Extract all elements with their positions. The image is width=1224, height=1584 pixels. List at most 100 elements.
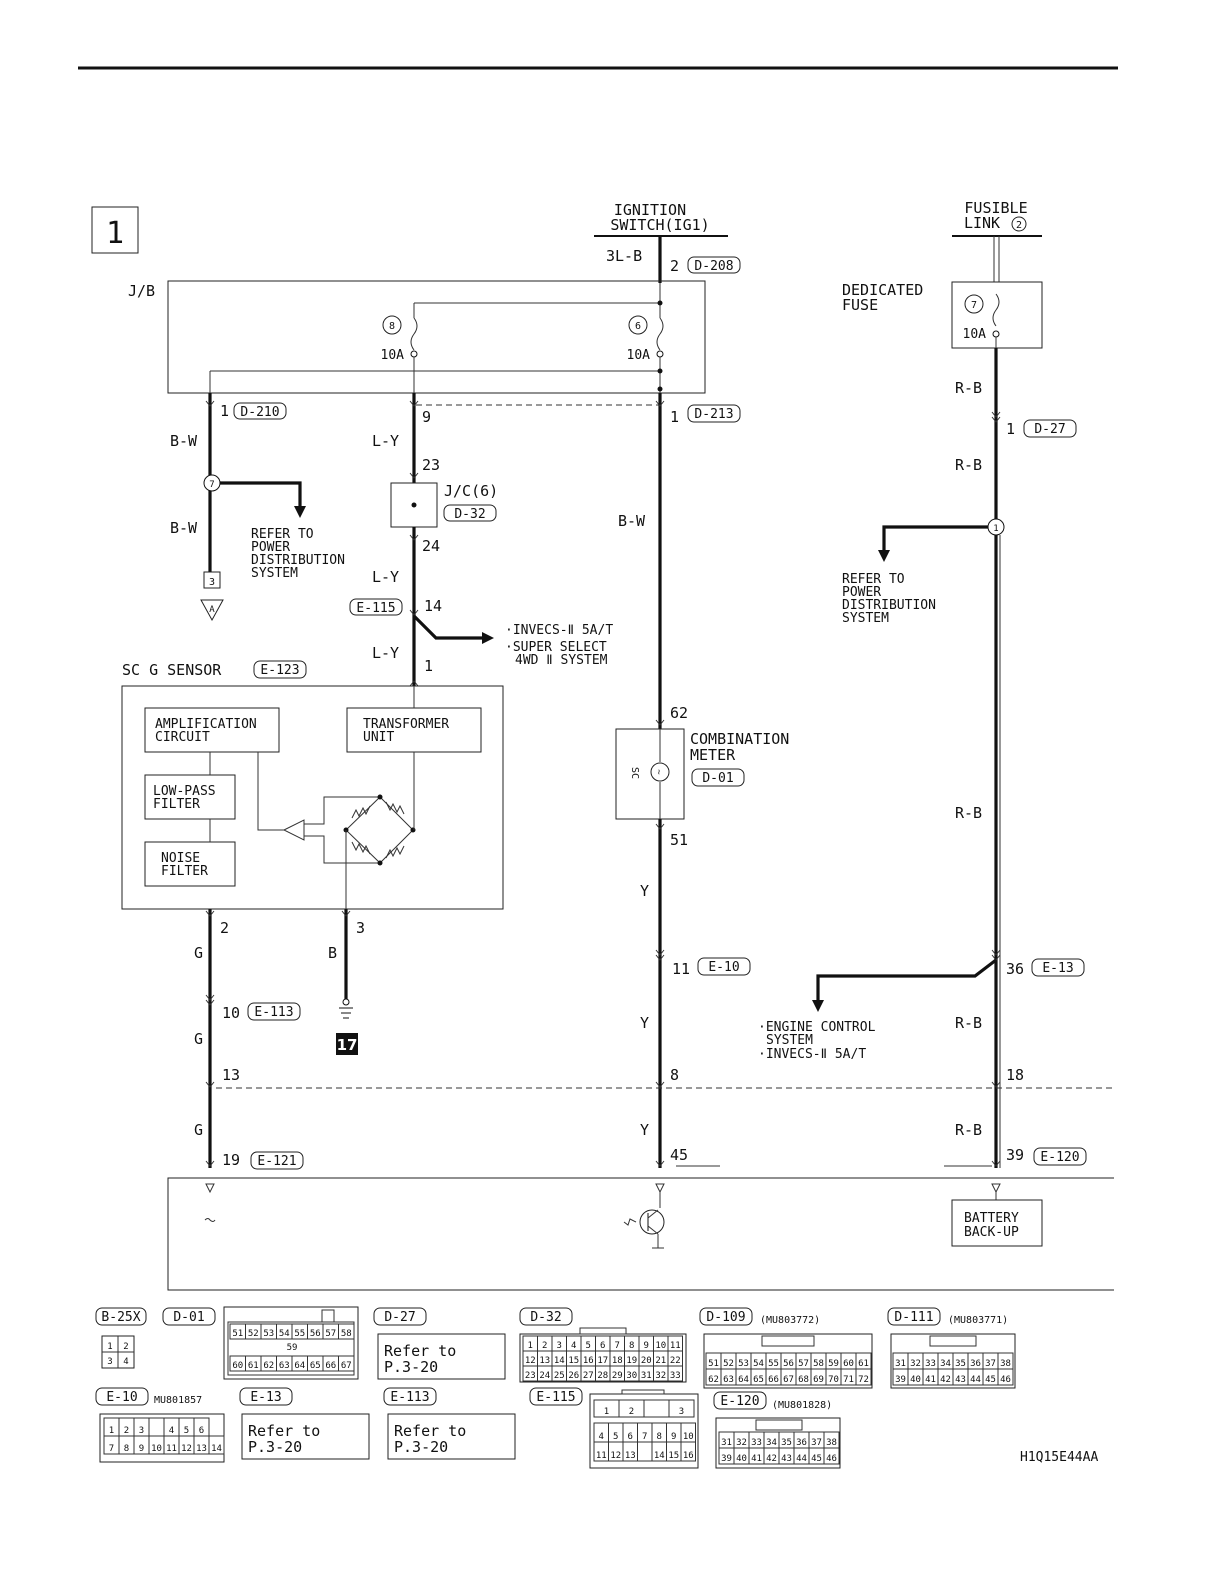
- d32-pin: 4: [571, 1341, 576, 1351]
- e10-pin: 11: [166, 1444, 177, 1454]
- e115-cell: [643, 1399, 670, 1418]
- e115-pin: 1: [604, 1407, 609, 1417]
- d32-pin: 14: [554, 1356, 565, 1366]
- d111-pin: 33: [925, 1359, 936, 1369]
- col3-pin8: 8: [670, 1066, 679, 1084]
- legend-e113-refer: Refer to: [394, 1422, 466, 1440]
- battery-label-1: BATTERY: [964, 1211, 1019, 1226]
- col4-refer2-3: ·INVECS-Ⅱ 5A/T: [758, 1047, 866, 1062]
- d109-pin: 62: [708, 1375, 719, 1385]
- d109-pin: 55: [768, 1359, 779, 1369]
- col4-wire-5: R-B: [955, 1121, 982, 1139]
- dedicated-label-1: DEDICATED: [842, 281, 923, 299]
- d01-pin: 67: [341, 1361, 352, 1371]
- col3-pin62: 62: [670, 704, 688, 722]
- d109-pin: 63: [723, 1375, 734, 1385]
- col2-wire-2: L-Y: [372, 568, 399, 586]
- jb-fuse-b-rating: 10A: [627, 348, 651, 363]
- d01-pin: 63: [279, 1361, 290, 1371]
- conn-e121: E-121: [257, 1154, 296, 1169]
- d32-pin: 19: [626, 1356, 637, 1366]
- e120-pin: 35: [781, 1438, 792, 1448]
- d109-cell: [855, 1368, 872, 1386]
- fusible-label-1: FUSIBLE: [964, 199, 1027, 217]
- col1-refer-3: DISTRIBUTION: [251, 553, 345, 568]
- col4-wire-2: R-B: [955, 456, 982, 474]
- page-number: 1: [106, 216, 124, 251]
- col4-refer-3: DISTRIBUTION: [842, 598, 936, 613]
- dedicated-label-2: FUSE: [842, 296, 878, 314]
- battery-label-2: BACK-UP: [964, 1225, 1019, 1240]
- e10-pin: 12: [181, 1444, 192, 1454]
- e10-pin: 2: [124, 1426, 129, 1436]
- e115-pin: 5: [613, 1432, 618, 1442]
- e10-pin: 8: [124, 1444, 129, 1454]
- jb-fuse-b-no: 6: [635, 321, 641, 332]
- d109-pin: 60: [843, 1359, 854, 1369]
- d111-pin: 42: [940, 1375, 951, 1385]
- junction-block: J/B 8 10A 6 10A: [128, 280, 706, 394]
- colg-pin10: 10: [222, 1004, 240, 1022]
- dedicated-fuse-no: 7: [971, 300, 977, 311]
- e10-pin: 7: [109, 1444, 114, 1454]
- col2-refer-2: ·SUPER SELECT: [505, 640, 607, 655]
- d32-pin: 26: [568, 1371, 579, 1381]
- e115-pin: 3: [679, 1407, 684, 1417]
- column-rb: DEDICATED FUSE 7 10A R-B 1 D-27 R-B 1 RE…: [758, 281, 1087, 1168]
- meter-label-1: COMBINATION: [690, 730, 789, 748]
- d109-pin: 72: [858, 1375, 869, 1385]
- d32-pin: 20: [641, 1356, 652, 1366]
- d01-pin: 54: [279, 1329, 290, 1339]
- d01-pin: 56: [310, 1329, 321, 1339]
- conn-d208-badge: [687, 256, 741, 274]
- e10-pin: 5: [184, 1426, 189, 1436]
- d32-pin: 31: [641, 1371, 652, 1381]
- d109-pin: 68: [798, 1375, 809, 1385]
- col4-wire-3: R-B: [955, 804, 982, 822]
- d109-pin: 54: [753, 1359, 764, 1369]
- sensor-noise-1: NOISE: [161, 851, 200, 866]
- col2-pin14: 14: [424, 597, 442, 615]
- colg-wire-1: G: [194, 944, 203, 962]
- e120-pin: 33: [751, 1438, 762, 1448]
- legend-d27-page: P.3-20: [384, 1358, 438, 1376]
- col1-ground-letter: A: [209, 605, 215, 615]
- colg-pin13: 13: [222, 1066, 240, 1084]
- d01-pin: 55: [294, 1329, 305, 1339]
- col2-pin1: 1: [424, 657, 433, 675]
- d111-pin: 35: [955, 1359, 966, 1369]
- col4-pin1: 1: [1006, 420, 1015, 438]
- d109-pin: 67: [783, 1375, 794, 1385]
- d32-pin: 13: [539, 1356, 550, 1366]
- col1-wire-2: B-W: [170, 519, 198, 537]
- ignition-pin: 2: [670, 257, 679, 275]
- d01-pin: 65: [310, 1361, 321, 1371]
- legend-d27: D-27: [384, 1310, 415, 1325]
- e10-pin: 1: [109, 1426, 114, 1436]
- jb-fuse-a-no: 8: [389, 321, 395, 332]
- column-g: 2 G 10 E-113 G 13 G 19 E-121: [194, 909, 304, 1170]
- e115-pin: 6: [628, 1432, 633, 1442]
- conn-d208: D-208: [694, 259, 733, 274]
- ignition-wire-color: 3L-B: [606, 247, 642, 265]
- jb-label: J/B: [128, 282, 155, 300]
- e120-pin: 34: [766, 1438, 777, 1448]
- col2-pin24: 24: [422, 537, 440, 555]
- fusible-label-2: LINK: [964, 214, 1000, 232]
- e10-pin: 9: [139, 1444, 144, 1454]
- d32-pin: 22: [670, 1356, 681, 1366]
- sensor-trans-2: UNIT: [363, 730, 394, 745]
- legend-e113: E-113: [390, 1390, 429, 1405]
- e120-pin: 42: [766, 1454, 777, 1464]
- e120-pin: 45: [811, 1454, 822, 1464]
- conn-e13: E-13: [1042, 961, 1073, 976]
- col3-wire-y2: Y: [640, 1014, 649, 1032]
- col1-refer-1: REFER TO: [251, 527, 314, 542]
- d109-pin: 56: [783, 1359, 794, 1369]
- d32-pin: 17: [597, 1356, 608, 1366]
- colg-wire-3: G: [194, 1121, 203, 1139]
- e115-pin: 15: [668, 1451, 679, 1461]
- legend-d109-part: (MU803772): [760, 1315, 820, 1326]
- e120-pin: 36: [796, 1438, 807, 1448]
- e10-pin: 13: [196, 1444, 207, 1454]
